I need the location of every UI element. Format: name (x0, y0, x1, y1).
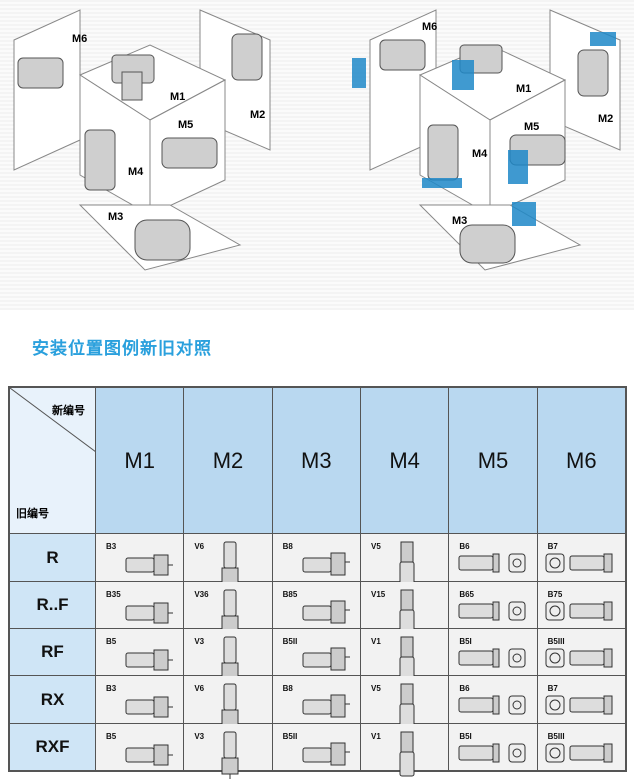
column-header-m6: M6 (536, 386, 627, 535)
mounting-cell: B7 (536, 675, 627, 724)
mounting-cell: B85 (271, 580, 361, 630)
row-header: RF (9, 628, 96, 677)
mounting-cell: B5 (94, 628, 185, 677)
mounting-cell: B5II (271, 722, 361, 772)
section-title: 安装位置图例新旧对照 (32, 339, 212, 358)
row-header: R (9, 533, 96, 582)
mounting-cell: B5I (448, 722, 538, 772)
table-row: R B3 V6 B8 V5 B6 B7 (9, 533, 627, 590)
diagram-label-m1: M1 (516, 83, 531, 95)
mounting-code: B5III (547, 731, 565, 741)
mounting-cell: B5III (536, 628, 627, 677)
mounting-cell: B8 (271, 675, 361, 724)
mounting-code: B65 (459, 589, 474, 599)
mounting-code: B5II (282, 637, 298, 647)
mounting-cell: V36 (183, 580, 273, 637)
mounting-code: B8 (282, 542, 293, 552)
table-row: RXF B5 V3 B5II V1 B5I B5III (9, 722, 627, 779)
diagram-label-m1: M1 (170, 91, 185, 103)
old-code-label: 旧编号 (16, 508, 49, 521)
table-header-row: 新编号 旧编号 M1 M2 M3 M4 M5 M6 (9, 386, 627, 535)
mounting-cell: B75 (536, 580, 627, 630)
mounting-code: V15 (370, 589, 386, 599)
mounting-cell: V6 (183, 675, 273, 732)
mounting-code: B5II (282, 731, 298, 741)
column-header-m4: M4 (359, 386, 450, 535)
row-header: RXF (9, 722, 96, 772)
mounting-code: V5 (370, 684, 381, 694)
mounting-code: B6 (459, 542, 470, 552)
mounting-cell: V3 (183, 722, 273, 779)
diagram-label-m5: M5 (524, 121, 539, 133)
mounting-code: B35 (106, 589, 121, 599)
installation-diagrams-area: M6 M1 M2 M5 M4 M3 M6 M1 (0, 0, 634, 310)
table-row: RF B5 V3 B5II V1 B5I B5III (9, 628, 627, 685)
mounting-code: V3 (194, 731, 205, 741)
column-header-m3: M3 (271, 386, 361, 535)
mounting-code: B6 (459, 684, 470, 694)
mounting-code: B7 (547, 684, 558, 694)
diagram-label-m2: M2 (250, 109, 265, 121)
mounting-code: V6 (194, 542, 205, 552)
right-mounting-diagram: M6 M1 M2 M5 M4 M3 (352, 9, 621, 271)
diagram-label-m6: M6 (422, 21, 437, 33)
mounting-cell: V5 (359, 533, 450, 587)
mounting-code: B3 (106, 542, 117, 552)
row-header: RX (9, 675, 96, 724)
mounting-code: V36 (194, 589, 209, 599)
mounting-cell: B5II (271, 628, 361, 677)
mounting-cell: V6 (183, 533, 273, 590)
mounting-code: V6 (194, 684, 205, 694)
mounting-cell: V3 (183, 628, 273, 685)
mounting-code: V3 (194, 637, 205, 647)
diagram-label-m4: M4 (128, 166, 144, 178)
mounting-cell: B35 (94, 580, 185, 630)
mounting-cell: V15 (359, 580, 450, 635)
mounting-code: B75 (547, 589, 563, 599)
mounting-code: B5III (547, 637, 565, 647)
mounting-cell: B6 (448, 675, 538, 724)
diagram-label-m2: M2 (598, 113, 613, 125)
mounting-code: B5I (459, 637, 472, 647)
mounting-cell: V1 (359, 628, 450, 682)
column-header-m2: M2 (183, 386, 273, 535)
diagram-label-m5: M5 (178, 119, 193, 131)
diagram-label-m3: M3 (452, 215, 467, 227)
mounting-cell: B6 (448, 533, 538, 582)
mounting-code: V1 (370, 731, 381, 741)
mounting-cell: B3 (94, 675, 185, 724)
mounting-code: V5 (370, 542, 381, 552)
diagonal-divider (10, 388, 96, 452)
mounting-code: B5 (106, 731, 117, 741)
mounting-cell: B5III (536, 722, 627, 772)
mounting-cell: B5 (94, 722, 185, 772)
column-header-m5: M5 (448, 386, 538, 535)
mounting-cell: V1 (359, 722, 450, 777)
column-header-m1: M1 (94, 386, 185, 535)
mounting-code: V1 (370, 637, 381, 647)
mounting-cell: B65 (448, 580, 538, 630)
new-code-label: 新编号 (52, 405, 85, 417)
mounting-cell: B5I (448, 628, 538, 677)
mounting-code: B8 (282, 684, 293, 694)
mounting-code: B5 (106, 637, 117, 647)
table-corner-header: 新编号 旧编号 (9, 386, 96, 535)
left-mounting-diagram: M6 M1 M2 M5 M4 M3 (13, 9, 271, 271)
diagram-label-m4: M4 (472, 148, 488, 160)
mounting-code: B7 (547, 542, 558, 552)
diagram-label-m6: M6 (72, 33, 87, 45)
table-row: R..F B35 V36 B85 V15 B65 B75 (9, 580, 627, 637)
mounting-code: B3 (106, 684, 117, 694)
mounting-cell: B8 (271, 533, 361, 582)
mounting-cell: V5 (359, 675, 450, 729)
mounting-cell: B7 (536, 533, 627, 582)
table-row: RX B3 V6 B8 V5 B6 B7 (9, 675, 627, 732)
diagram-label-m3: M3 (108, 211, 123, 223)
mounting-cell: B3 (94, 533, 185, 582)
mounting-code: B5I (459, 731, 472, 741)
row-header: R..F (9, 580, 96, 630)
mounting-code: B85 (282, 589, 298, 599)
